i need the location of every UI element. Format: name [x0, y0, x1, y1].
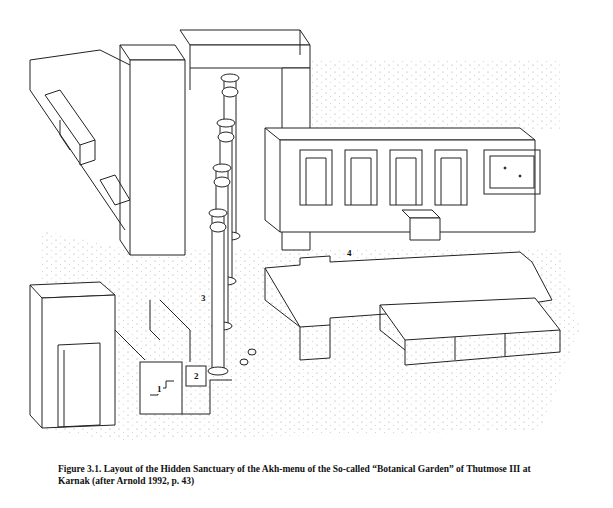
callout-number: 4 [346, 248, 353, 258]
callout-number: 1 [156, 384, 163, 394]
callout-number: 2 [193, 371, 200, 381]
figure-caption: Figure 3.1. Layout of the Hidden Sanctua… [58, 463, 558, 487]
callout-number: 3 [200, 293, 207, 303]
